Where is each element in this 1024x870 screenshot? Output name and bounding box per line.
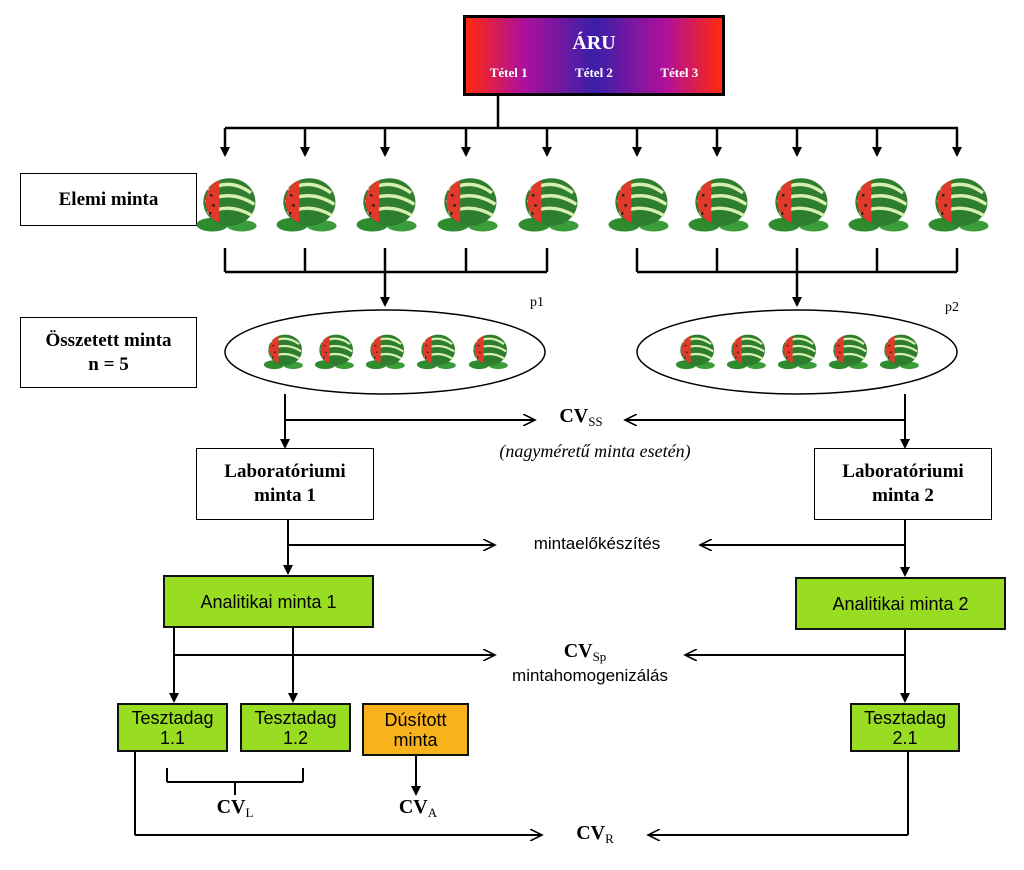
test-portion-2-1-line1: Tesztadag (863, 707, 947, 728)
large-sample-note: (nagyméretű minta esetén) (499, 441, 691, 461)
watermelon-icon (775, 328, 819, 377)
prep-label: mintaelőkészítés (533, 534, 661, 553)
watermelon-icon (514, 168, 582, 241)
lot-row: Tétel 1 Tétel 2 Tétel 3 (466, 65, 722, 81)
cv-r-sub: R (605, 831, 614, 846)
cv-l-sub: L (245, 805, 254, 820)
test-portion-1-2-line1: Tesztadag (254, 707, 337, 728)
lot-3-label: Tétel 3 (660, 65, 699, 80)
cv-ss-sub: SS (588, 414, 603, 429)
lab-sample-1-line2: minta 1 (254, 485, 316, 506)
watermelon-icon (414, 328, 458, 377)
spiked-sample-box: Dúsított minta (362, 703, 469, 756)
cv-a-label: CVA (378, 796, 458, 821)
lab-sample-1-line1: Laboratóriumi (224, 461, 346, 482)
watermelon-icon (826, 328, 870, 377)
test-portion-1-2-line2: 1.2 (282, 727, 309, 748)
lab-sample-2-box: Laboratóriumi minta 2 (814, 448, 992, 520)
aru-box: ÁRU Tétel 1 Tétel 2 Tétel 3 (463, 15, 725, 96)
watermelon-icon (844, 168, 912, 241)
p2-label: p2 (945, 300, 959, 315)
lot-1-label: Tétel 1 (489, 65, 528, 80)
watermelon-icon (312, 328, 356, 377)
osszetett-minta-label: Összetett minta (45, 329, 172, 351)
lab-sample-2-line1: Laboratóriumi (842, 461, 964, 482)
cv-sp-main: CV (563, 640, 593, 662)
watermelon-icon (272, 168, 340, 241)
cv-a-main: CV (398, 796, 428, 818)
cv-l-main: CV (216, 796, 246, 818)
test-portion-2-1-line2: 2.1 (892, 727, 918, 748)
analytic-sample-2-label: Analitikai minta 2 (832, 593, 969, 614)
cv-a-sub: A (427, 805, 438, 820)
elemi-minta-label: Elemi minta (58, 188, 159, 210)
test-portion-1-1-box: Tesztadag 1.1 (117, 703, 228, 752)
spiked-sample-line2: minta (393, 729, 438, 750)
watermelon-icon (192, 168, 260, 241)
lab-sample-2-line2: minta 2 (872, 485, 934, 506)
cv-ss-label: CVSS (536, 405, 626, 430)
watermelon-icon (724, 328, 768, 377)
test-portion-1-1-line2: 1.1 (159, 727, 186, 748)
watermelon-icon (433, 168, 501, 241)
watermelon-icon (604, 168, 672, 241)
test-portion-1-2-box: Tesztadag 1.2 (240, 703, 351, 752)
cv-sp-label: CVSp (540, 640, 630, 665)
watermelon-icon (352, 168, 420, 241)
cv-ss-main: CV (559, 405, 589, 427)
lot-2-label: Tétel 2 (575, 65, 613, 80)
homog-label: mintahomogenizálás (512, 666, 668, 685)
cv-l-label: CVL (195, 796, 275, 821)
elemi-minta-box: Elemi minta (20, 173, 197, 226)
cv-sp-sub: Sp (592, 649, 607, 664)
test-portion-2-1-box: Tesztadag 2.1 (850, 703, 960, 752)
analytic-sample-1-label: Analitikai minta 1 (200, 591, 337, 612)
spiked-sample-line1: Dúsított (384, 709, 447, 730)
watermelon-icon (363, 328, 407, 377)
p1-label: p1 (530, 295, 544, 310)
cv-r-main: CV (576, 822, 606, 844)
watermelon-icon (261, 328, 305, 377)
watermelon-icon (764, 168, 832, 241)
watermelon-icon (673, 328, 717, 377)
aru-title: ÁRU (572, 32, 616, 54)
watermelon-icon (466, 328, 510, 377)
lab-sample-1-box: Laboratóriumi minta 1 (196, 448, 374, 520)
test-portion-1-1-line1: Tesztadag (131, 707, 214, 728)
sample-count-label: n = 5 (88, 353, 129, 375)
osszetett-minta-box: Összetett minta n = 5 (20, 317, 197, 388)
watermelon-icon (877, 328, 921, 377)
cv-r-label: CVR (550, 822, 640, 847)
watermelon-icon (924, 168, 992, 241)
watermelon-icon (684, 168, 752, 241)
analytic-sample-1-box: Analitikai minta 1 (163, 575, 374, 628)
analytic-sample-2-box: Analitikai minta 2 (795, 577, 1006, 630)
